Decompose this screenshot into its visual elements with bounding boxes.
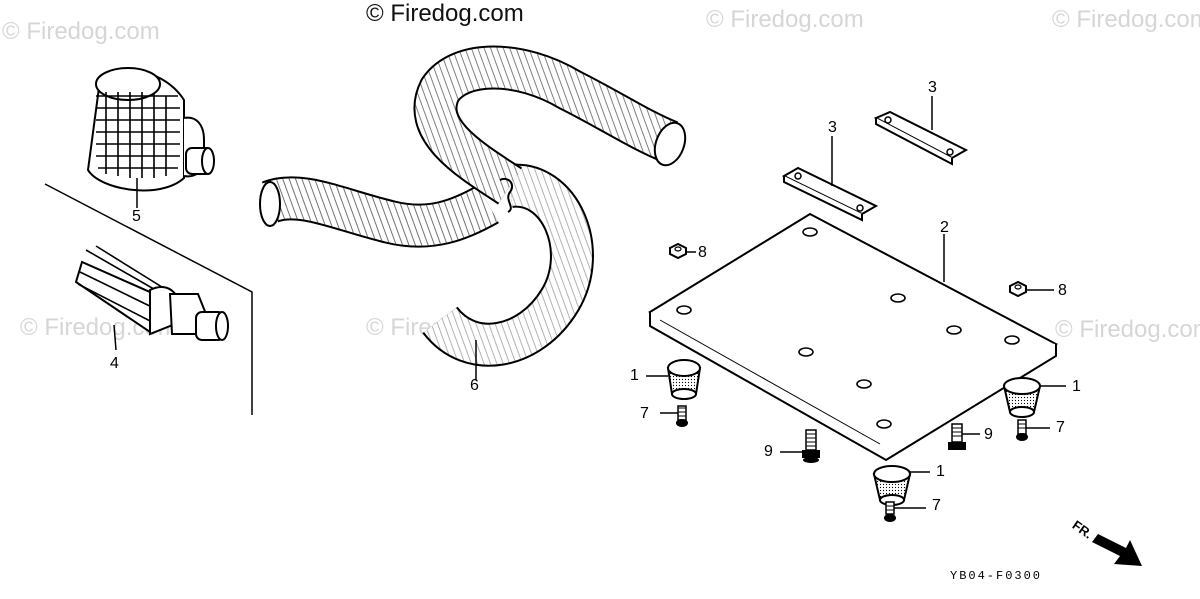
callout-5: 5: [132, 208, 141, 225]
callout-9: 9: [764, 443, 773, 460]
callout-4: 4: [110, 355, 119, 372]
callout-1: 1: [630, 367, 639, 384]
callout-2: 2: [940, 219, 949, 236]
watermark: © Firedog.com: [1052, 6, 1200, 33]
group-bracket-line: [44, 183, 253, 415]
watermark: © Firedog.com: [2, 18, 160, 45]
callout-8: 8: [698, 244, 707, 261]
base-plate-part2: [648, 212, 1059, 462]
callout-9: 9: [984, 426, 993, 443]
front-arrow-icon: [1092, 534, 1142, 566]
strainer-cone-part4: [74, 245, 229, 351]
copyright-watermark: © Firedog.com: [366, 0, 524, 27]
strainer-cylinder-part5: [86, 67, 215, 208]
plate-part3: [781, 96, 969, 222]
nut-part8: [669, 242, 1054, 298]
callout-6: 6: [470, 377, 479, 394]
callout-1: 1: [936, 463, 945, 480]
callout-3: 3: [928, 79, 937, 96]
watermark: © Firedog.com: [706, 6, 864, 33]
rubber-foot-part1: [646, 359, 1066, 506]
diagram-code: YB04-F0300: [950, 569, 1043, 583]
watermark: © Firedog.com: [1055, 316, 1200, 343]
callout-7: 7: [932, 497, 941, 514]
suction-hose-part6: [259, 45, 687, 380]
bolt-part9: [780, 423, 980, 463]
callout-7: 7: [1056, 419, 1065, 436]
screw-part7: [660, 405, 1050, 522]
callout-8: 8: [1058, 282, 1067, 299]
callout-3: 3: [828, 119, 837, 136]
callout-7: 7: [640, 405, 649, 422]
callout-1: 1: [1072, 378, 1081, 395]
